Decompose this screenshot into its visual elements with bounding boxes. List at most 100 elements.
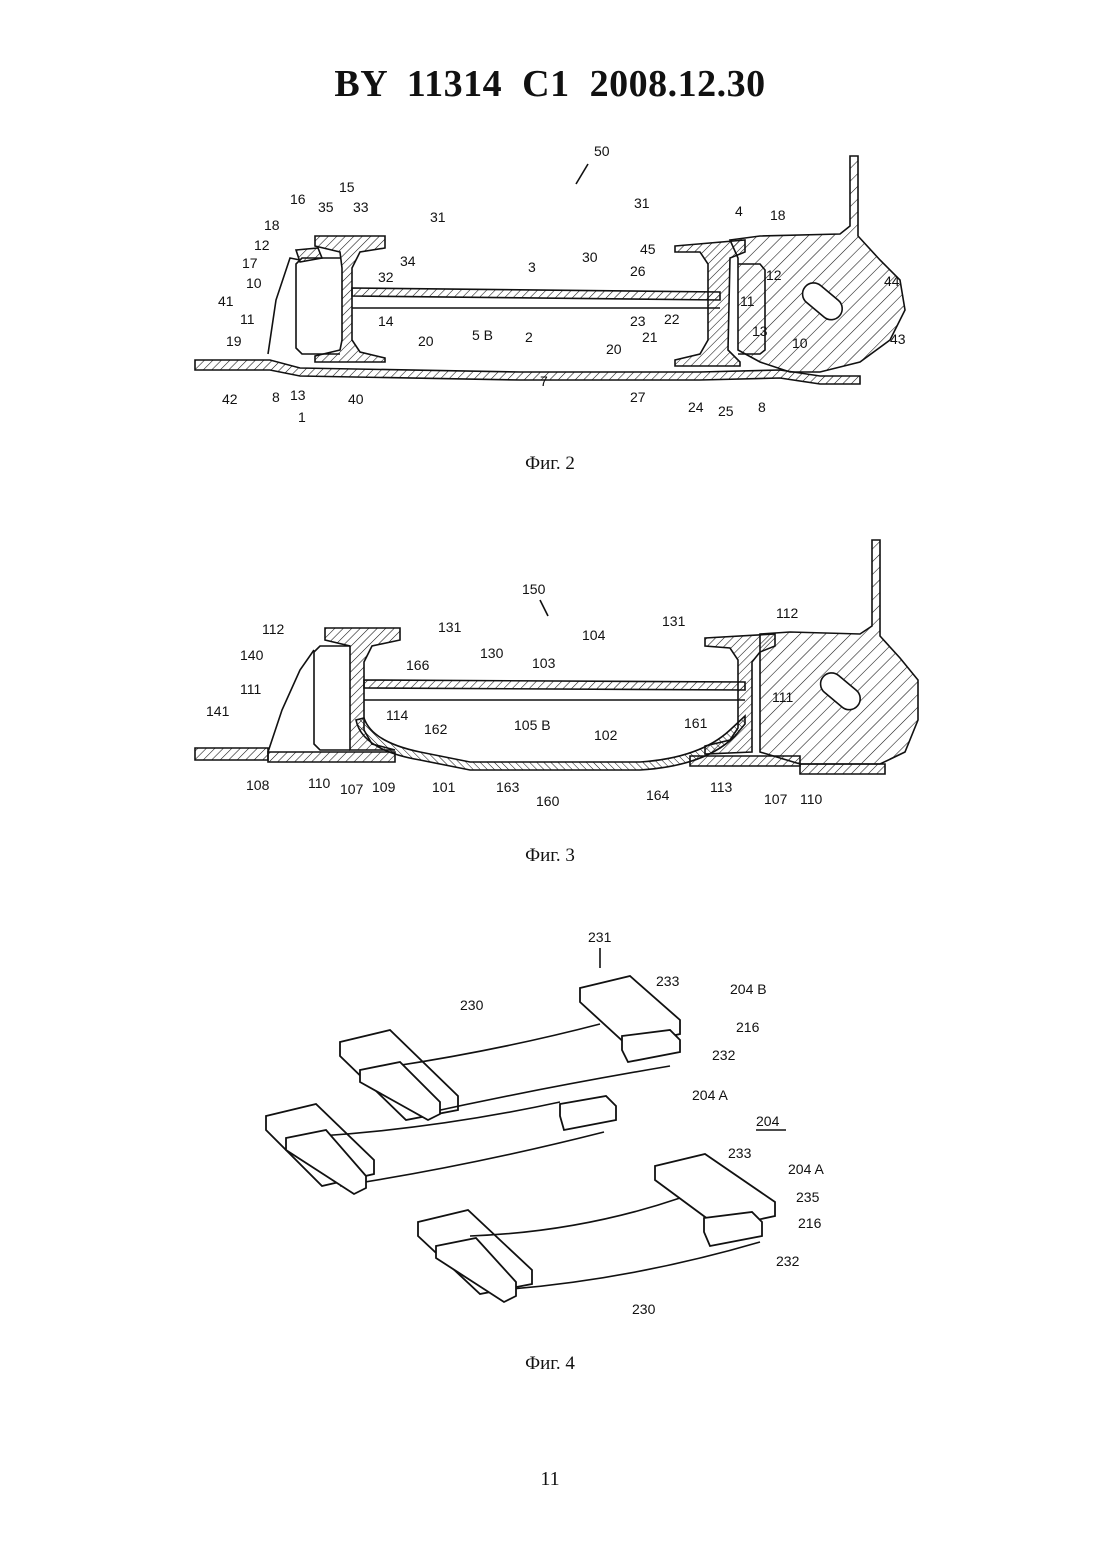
fig2-label: 42 [222,391,238,407]
fig2-label: 13 [290,387,306,403]
fig2-label: 24 [688,399,704,415]
arrow-line [576,164,588,184]
fig4-label: 232 [776,1253,800,1269]
page-number: 11 [0,1468,1100,1491]
fig3-label: 164 [646,787,670,803]
fig3-label: 130 [480,645,504,661]
fig3-label: 102 [594,727,618,743]
fig3-label: 161 [684,715,708,731]
fig2-label: 45 [640,241,656,257]
fig3-label: 131 [438,619,462,635]
fig3-label: 113 [710,779,733,795]
fig2-label: 11 [240,311,255,327]
fig2-label: 33 [353,199,369,215]
fig2-label: 19 [226,333,242,349]
fig3-label: 105 B [514,717,551,733]
fig2-label: 8 [758,399,766,415]
fig2-label: 15 [339,179,355,195]
fig2-label: 3 [528,259,536,275]
fig2-label: 4 [735,203,743,219]
fig3-label: 109 [372,779,396,795]
fig3-label: 114 [386,707,409,723]
fig4-label: 216 [736,1019,760,1035]
fig4-label: 233 [728,1145,752,1161]
fig2-label: 50 [594,143,610,159]
fig2-label: 40 [348,391,364,407]
fig2-label: 20 [606,341,622,357]
fig4-label: 230 [460,997,484,1013]
fig2-label: 12 [766,267,782,283]
fig3-label: 141 [206,703,230,719]
fig2-label: 43 [890,331,906,347]
fig2-label: 35 [318,199,334,215]
fig3-label: 112 [262,621,285,637]
fig2-label: 26 [630,263,646,279]
fig2-label: 22 [664,311,680,327]
fig3-label: 163 [496,779,520,795]
fig2-label: 12 [254,237,270,253]
figure-4-drawing: 231 230 233 204 B 216 232 204 A 204 233 … [0,920,1100,1330]
document-header: BY 11314 C1 2008.12.30 [0,62,1100,106]
fig4-label: 216 [798,1215,822,1231]
fig4-label: 204 [756,1113,780,1129]
fig2-label: 23 [630,313,646,329]
fig3-label: 112 [776,605,799,621]
fig4-label: 233 [656,973,680,989]
figure-2-caption: Фиг. 2 [0,453,1100,475]
fig3-label: 110 [800,791,823,807]
figure-4-caption: Фиг. 4 [0,1353,1100,1375]
fig2-label: 34 [400,253,416,269]
fig2-label: 31 [634,195,650,211]
fig2-label: 18 [264,217,280,233]
figure-3-caption: Фиг. 3 [0,845,1100,867]
fig3-label: 104 [582,627,606,643]
fig2-label: 8 [272,389,280,405]
figure-3: 150 131 104 131 112 112 140 166 130 103 … [0,530,1100,820]
fig2-label: 25 [718,403,734,419]
fig2-label: 14 [378,313,394,329]
fig2-label: 16 [290,191,306,207]
fig2-label: 5 B [472,327,493,343]
fig3-label: 140 [240,647,264,663]
fig2-label: 7 [540,373,548,389]
fig2-label: 11 [740,293,755,309]
figure-2: 50 31 4 18 16 15 35 33 18 12 17 10 41 11… [0,140,1100,430]
fig3-label: 111 [772,689,793,705]
fig3-label: 162 [424,721,448,737]
fig4-label: 204 A [692,1087,728,1103]
arrow-line [540,600,548,616]
figure-4: 231 230 233 204 B 216 232 204 A 204 233 … [0,920,1100,1330]
fig2-label: 32 [378,269,394,285]
fig3-label: 150 [522,581,546,597]
fig2-label: 44 [884,273,900,289]
fig3-label: 107 [340,781,364,797]
fig2-label: 13 [752,323,768,339]
fig2-label: 21 [642,329,658,345]
fig2-label: 41 [218,293,234,309]
fig3-label: 110 [308,775,331,791]
fig2-label: 31 [430,209,446,225]
fig2-label: 17 [242,255,258,271]
figure-2-drawing: 50 31 4 18 16 15 35 33 18 12 17 10 41 11… [0,140,1100,430]
fig2-label: 27 [630,389,646,405]
fig2-label: 10 [246,275,262,291]
fig2-label: 10 [792,335,808,351]
fig4-label: 204 A [788,1161,824,1177]
fig4-label: 231 [588,929,612,945]
figure-3-drawing: 150 131 104 131 112 112 140 166 130 103 … [0,530,1100,820]
fig2-label: 1 [298,409,306,425]
fig2-label: 30 [582,249,598,265]
fig3-label: 166 [406,657,430,673]
fig3-label: 131 [662,613,686,629]
fig3-label: 103 [532,655,556,671]
fig4-label: 230 [632,1301,656,1317]
fig4-label: 235 [796,1189,820,1205]
fig4-label: 232 [712,1047,736,1063]
fig3-label: 101 [432,779,456,795]
fig3-label: 111 [240,681,261,697]
fig4-label: 204 B [730,981,767,997]
fig3-label: 160 [536,793,560,809]
fig2-label: 20 [418,333,434,349]
fig2-label: 18 [770,207,786,223]
fig2-label: 2 [525,329,533,345]
